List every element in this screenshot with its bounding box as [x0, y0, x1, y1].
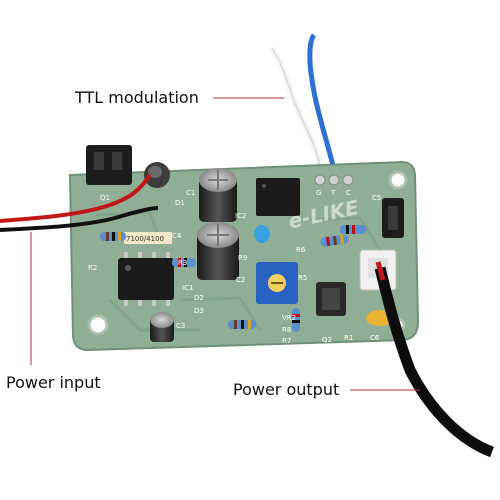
label-c2: C2	[236, 276, 245, 284]
ceramic-capacitor	[254, 225, 270, 243]
label-r8: R8	[282, 326, 291, 334]
blue-wire	[307, 33, 339, 179]
label-q2: Q2	[322, 336, 332, 344]
ttl-modulation-label: TTL modulation	[75, 88, 199, 107]
label-r9: R9	[238, 254, 247, 262]
label-ttl-g: G	[316, 189, 321, 197]
label-d3: D3	[194, 307, 204, 315]
white-wire	[269, 46, 325, 176]
chip-marking-sticker	[124, 232, 172, 244]
q1-transistor	[144, 162, 170, 188]
ttl-wires	[269, 33, 339, 179]
power-input-wires	[0, 173, 159, 232]
label-q1: Q1	[100, 194, 110, 202]
label-c5: C5	[372, 194, 381, 202]
power-input-label: Power input	[6, 373, 101, 392]
label-d2: D2	[194, 294, 204, 302]
capacitor-c1	[199, 168, 237, 222]
power-input-connector	[86, 145, 132, 185]
label-r2: R2	[88, 264, 97, 272]
label-ic2: IC2	[235, 212, 246, 220]
label-r7: R7	[282, 337, 291, 345]
power-output-cable	[374, 261, 495, 458]
chip-marking: 7100/4100	[126, 235, 164, 243]
ic2-chip	[256, 178, 300, 216]
label-r3: R3	[178, 259, 187, 267]
silkscreen-labels: Q1 D1 C1 C4 IC2 R9 R2 R3 IC1 C2 D2 D3 C3…	[88, 189, 381, 345]
label-d1: D1	[175, 199, 185, 207]
label-r1: R1	[344, 334, 353, 342]
label-r6: R6	[296, 246, 306, 254]
label-r5: R5	[298, 274, 307, 282]
label-ttl-c: C	[346, 189, 351, 197]
capacitor-c3	[150, 312, 174, 342]
capacitor-c4	[197, 222, 239, 280]
label-ttl-t: T	[330, 189, 336, 197]
black-input-wire	[0, 206, 159, 232]
power-output-label: Power output	[233, 380, 340, 399]
callout-lines	[30, 97, 420, 391]
label-c6: C6	[370, 334, 380, 342]
label-c1: C1	[186, 189, 195, 197]
label-c3: C3	[176, 322, 185, 330]
ic1-chip	[118, 252, 174, 306]
black-output-cable	[374, 266, 495, 458]
red-wire	[0, 173, 152, 223]
white-wire-edge	[271, 47, 323, 176]
red-output-lead	[375, 261, 386, 281]
trimmer-vr2	[256, 262, 298, 304]
ttl-pads	[314, 174, 354, 186]
label-vr2: VR2	[282, 314, 296, 322]
resistors	[100, 225, 366, 332]
label-ic1: IC1	[182, 284, 193, 292]
mount-hole	[87, 314, 109, 336]
mount-hole	[388, 170, 408, 190]
label-c4: C4	[172, 232, 182, 240]
